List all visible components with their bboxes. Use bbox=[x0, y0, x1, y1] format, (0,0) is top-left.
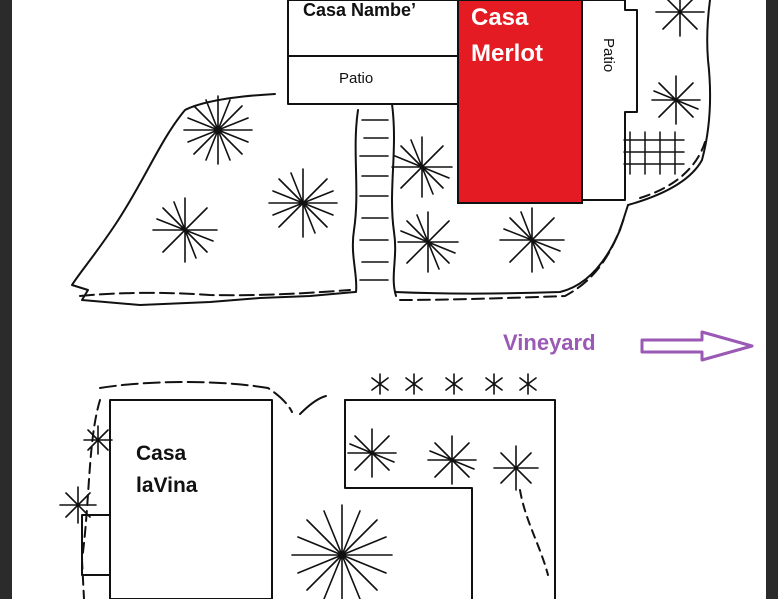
top-garden-left-outline bbox=[71, 93, 356, 306]
right-border bbox=[766, 0, 778, 599]
lavina-north-wall bbox=[99, 381, 293, 413]
plants bbox=[59, 0, 705, 599]
plant-icon bbox=[651, 75, 701, 125]
merlot-patio-label: Patio bbox=[600, 38, 617, 73]
vineyard-arrow-icon bbox=[640, 330, 754, 362]
plant-icon bbox=[391, 136, 453, 198]
plant-icon bbox=[268, 168, 338, 238]
left-border bbox=[0, 0, 12, 599]
casa-merlot-label-line2: Merlot bbox=[471, 40, 543, 67]
vineyard-label: Vineyard bbox=[503, 330, 596, 355]
plant-icon bbox=[183, 95, 253, 165]
casa-merlot-building bbox=[457, 0, 583, 204]
courtyard-east-wall bbox=[519, 489, 549, 576]
merlot-patio-outline bbox=[581, 0, 638, 201]
casa-lavina-label-line1: Casa bbox=[136, 442, 187, 465]
casa-nambe-label: Casa Nambe’ bbox=[303, 0, 417, 20]
stone-patch bbox=[623, 131, 685, 175]
plant-icon bbox=[59, 486, 97, 524]
shrub-row bbox=[371, 373, 537, 395]
top-garden-east-wall bbox=[639, 141, 706, 199]
casa-lavina-label-line2: laVina bbox=[136, 474, 198, 497]
lavina-west-wall bbox=[81, 399, 101, 599]
courtyard-inner-outline bbox=[344, 399, 473, 599]
lavina-west-annex bbox=[81, 514, 111, 576]
plant-icon bbox=[655, 0, 705, 37]
casa-merlot-label-line1: Casa bbox=[471, 4, 529, 31]
plant-icon bbox=[152, 197, 218, 263]
plant-icon bbox=[493, 445, 539, 491]
courtyard-outer-outline bbox=[344, 399, 556, 599]
top-garden-left-wall bbox=[79, 289, 351, 297]
plant-icon bbox=[427, 435, 477, 485]
plant-icon bbox=[291, 504, 393, 599]
plant-icon bbox=[397, 211, 459, 273]
plant-icon bbox=[499, 207, 565, 273]
stone-path-stones bbox=[359, 119, 389, 281]
stone-path-right-edge bbox=[391, 103, 397, 297]
plant-icon bbox=[83, 425, 113, 455]
top-garden-right-wall bbox=[399, 214, 626, 301]
top-garden-right-outline bbox=[394, 204, 629, 295]
gate-mark bbox=[299, 395, 327, 415]
top-garden-east-outline bbox=[627, 0, 711, 206]
plant-icon bbox=[347, 428, 397, 478]
stone-path-left-edge bbox=[351, 109, 359, 293]
casa-lavina-outline bbox=[109, 399, 273, 599]
nambe-patio-label: Patio bbox=[339, 70, 374, 87]
